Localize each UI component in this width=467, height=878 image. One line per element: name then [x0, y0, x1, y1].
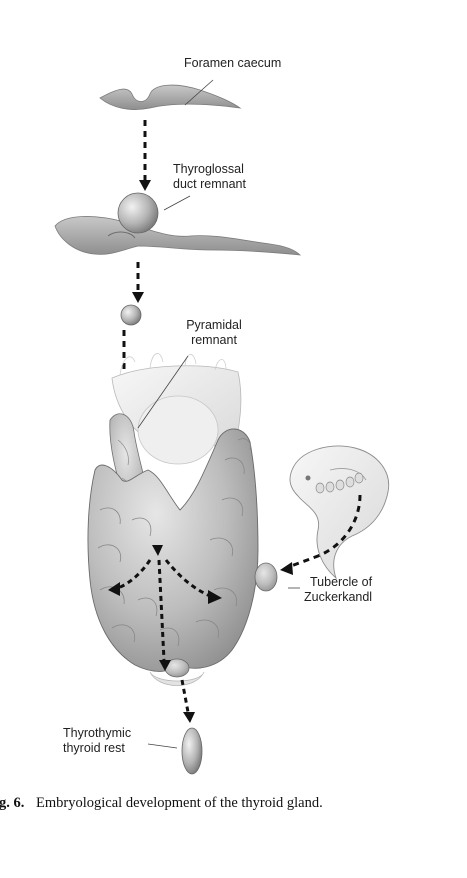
label-thyrothymic-line2: thyroid rest [63, 741, 125, 755]
thyroid-gland [87, 428, 278, 686]
thyroglossal-remnant-ball [117, 192, 159, 234]
thyrothymic-leader-line [147, 743, 178, 749]
gland-arrowheads [108, 545, 222, 671]
label-thyrothymic-line1: Thyrothymic [63, 726, 132, 740]
gland-migration-arrows [117, 559, 211, 661]
descent-path-arrows [122, 120, 147, 390]
thyroglossal-leader-line [163, 195, 191, 211]
label-tubercle-line2: Zuckerkandl [304, 590, 373, 604]
label-tubercle-line1: Tubercle of [310, 575, 373, 589]
label-foramen-caecum: Foramen caecum [184, 56, 282, 70]
tubercle-arrow [280, 494, 362, 575]
descent-arrowheads [132, 180, 151, 303]
caption-number: ig. 6. [0, 795, 25, 811]
thyroid-cartilage [111, 353, 242, 465]
lower-descent-arrow [180, 679, 195, 723]
figure-caption: ig. 6. Embryological development of the … [0, 795, 467, 812]
label-thyroglossal-line1: Thyroglossal [173, 162, 244, 176]
hyoid-structure [54, 216, 302, 256]
label-pyramidal-line2: remnant [191, 333, 237, 347]
label-thyroglossal-line2: duct remnant [173, 177, 246, 191]
embryo-illustration [289, 445, 390, 580]
pyramidal-leader-line [137, 355, 189, 429]
label-pyramidal-line1: Pyramidal [186, 318, 242, 332]
label-tubercle: Tubercle of Zuckerkandl [304, 575, 372, 605]
label-pyramidal: Pyramidal remnant [176, 318, 252, 348]
tongue-surface [99, 84, 242, 110]
label-thyroglossal: Thyroglossal duct remnant [173, 162, 246, 192]
label-thyrothymic: Thyrothymic thyroid rest [63, 726, 131, 756]
foramen-leader-line [184, 79, 214, 106]
thyrothymic-rest [181, 727, 203, 775]
descending-ball [120, 304, 142, 326]
caption-text: Embryological development of the thyroid… [36, 795, 323, 811]
